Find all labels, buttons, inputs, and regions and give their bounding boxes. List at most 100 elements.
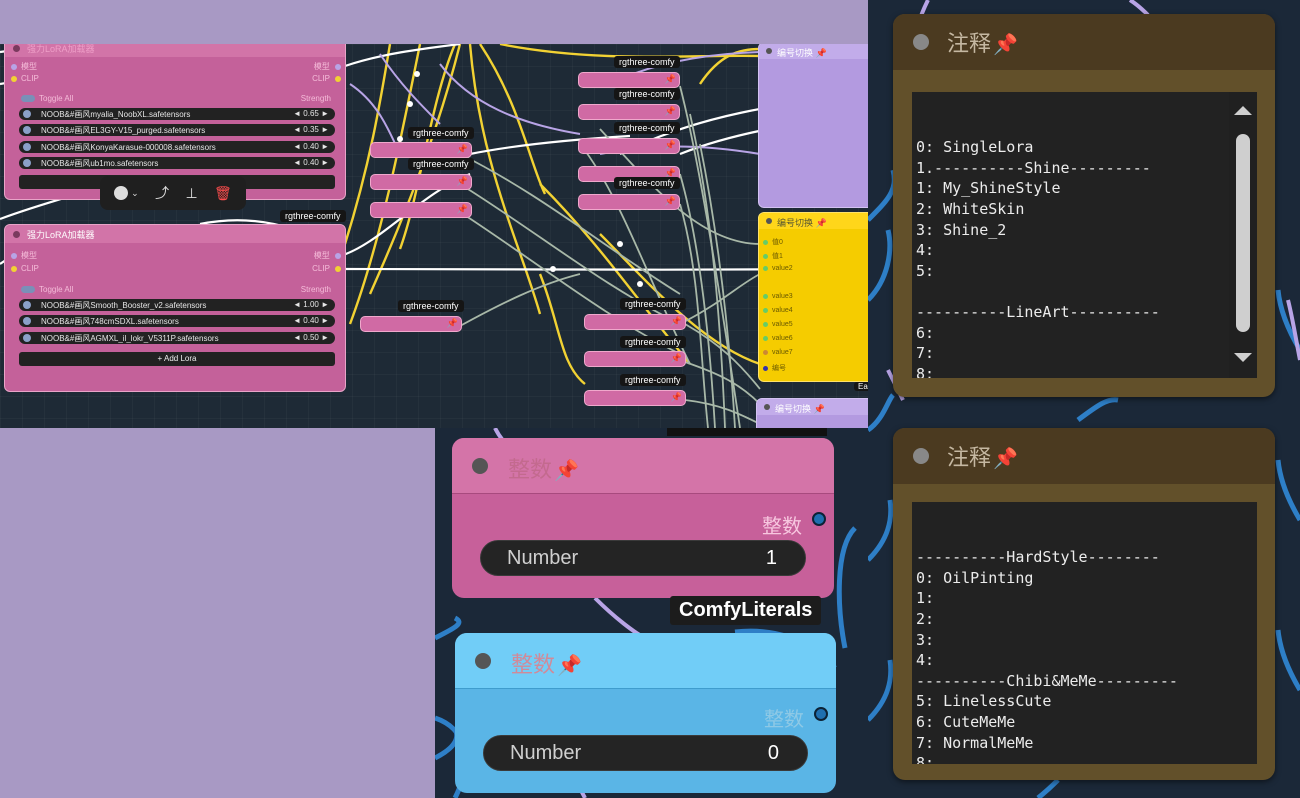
output-model[interactable]: 模型	[314, 250, 341, 261]
edge-node-fragment	[667, 428, 827, 436]
pin-icon: 📌	[993, 32, 1018, 56]
graph-canvas-right[interactable]: 注释📌 0: SingleLora 1.----------Shine-----…	[868, 0, 1300, 798]
input-slot[interactable]: 值0	[763, 237, 783, 247]
pin-icon: 📌	[664, 168, 676, 178]
node-header[interactable]: 编号切换 📌	[757, 399, 868, 415]
collapsed-node[interactable]: 📌	[578, 138, 680, 154]
lora-loader-node-1[interactable]: 强力LoRA加载器 模型 CLIP 模型 CLIP Toggle All Str…	[4, 44, 346, 200]
collapsed-node[interactable]: 📌	[370, 142, 472, 158]
collapsed-node[interactable]: 📌	[584, 351, 686, 367]
pin-icon: 📌	[664, 106, 676, 116]
lora-row[interactable]: NOOB&#画风748cmSDXL.safetensors◄ 0.40 ►	[19, 315, 335, 327]
input-slot[interactable]: 编号	[763, 363, 786, 373]
node-header[interactable]: 强力LoRA加载器	[5, 44, 345, 57]
strength-stepper[interactable]: ◄ 0.40 ►	[293, 316, 329, 325]
node-header[interactable]: 编号切换 📌	[759, 44, 868, 59]
collapsed-node[interactable]: 📌	[584, 390, 686, 406]
input-clip[interactable]: CLIP	[11, 74, 39, 83]
scroll-down-icon[interactable]	[1234, 353, 1252, 362]
output-slot[interactable]	[812, 512, 826, 526]
toggle-all-switch[interactable]: Toggle All	[21, 285, 73, 294]
lora-row[interactable]: NOOB&#画风myalia_NoobXL.safetensors◄ 0.65 …	[19, 108, 335, 120]
output-clip[interactable]: CLIP	[312, 74, 341, 83]
collapse-dot-icon[interactable]	[13, 231, 20, 238]
note-text: 0: SingleLora 1.----------Shine---------…	[916, 138, 1160, 378]
scrollbar[interactable]	[1229, 92, 1257, 378]
color-picker-button[interactable]: ⌄	[114, 186, 139, 200]
pin-icon: 📌	[456, 204, 468, 214]
pin-button[interactable]: ⊥	[185, 185, 197, 202]
input-model[interactable]: 模型	[11, 250, 37, 261]
strength-stepper[interactable]: ◄ 0.65 ►	[293, 109, 329, 118]
node-header[interactable]: 注释📌	[893, 428, 1275, 484]
input-slot[interactable]: value6	[763, 335, 793, 342]
output-clip[interactable]: CLIP	[312, 264, 341, 273]
collapse-dot-icon[interactable]	[766, 48, 772, 54]
note-textarea[interactable]: ----------HardStyle-------- 0: OilPintin…	[912, 502, 1257, 764]
node-header[interactable]: 强力LoRA加载器	[5, 225, 345, 243]
pin-icon: 📌	[670, 353, 682, 363]
strength-stepper[interactable]: ◄ 0.40 ►	[293, 142, 329, 151]
scroll-up-icon[interactable]	[1234, 106, 1252, 115]
node-header[interactable]: 整数📌	[455, 633, 836, 689]
lora-row[interactable]: NOOB&#画风KonyaKarasue-000008.safetensors◄…	[19, 141, 335, 153]
collapse-dot-icon[interactable]	[475, 653, 491, 669]
node-header[interactable]: 编号切换 📌	[759, 213, 868, 229]
collapse-dot-icon[interactable]	[913, 448, 929, 464]
collapsed-node[interactable]: 📌	[584, 314, 686, 330]
collapse-dot-icon[interactable]	[764, 404, 770, 410]
input-slot[interactable]: value2	[763, 265, 793, 272]
chevron-down-icon: ⌄	[131, 187, 139, 198]
node-source-tag: Eas	[854, 382, 868, 391]
bypass-button[interactable]: ⤴	[155, 183, 169, 203]
lora-loader-node-2[interactable]: 强力LoRA加载器 模型 CLIP 模型 CLIP Toggle All Str…	[4, 224, 346, 392]
input-clip[interactable]: CLIP	[11, 264, 39, 273]
collapse-dot-icon[interactable]	[472, 458, 488, 474]
strength-stepper[interactable]: ◄ 0.50 ►	[293, 333, 329, 342]
node-header[interactable]: 整数📌	[452, 438, 834, 494]
index-switch-node-3[interactable]: 编号切换 📌	[756, 398, 868, 428]
graph-canvas-top[interactable]: 强力LoRA加载器 模型 CLIP 模型 CLIP Toggle All Str…	[0, 44, 868, 428]
node-header[interactable]: 注释📌	[893, 14, 1275, 70]
note-textarea[interactable]: 0: SingleLora 1.----------Shine---------…	[912, 92, 1257, 378]
index-switch-node-2[interactable]: 编号切换 📌 值0 值1 value2 value3 value4 value5…	[758, 212, 868, 382]
input-slot[interactable]: value4	[763, 307, 793, 314]
scroll-thumb[interactable]	[1236, 134, 1250, 332]
collapsed-node[interactable]: 📌	[370, 174, 472, 190]
collapsed-node[interactable]: 📌	[360, 316, 462, 332]
strength-stepper[interactable]: ◄ 0.40 ►	[293, 158, 329, 167]
input-slot[interactable]: value5	[763, 321, 793, 328]
output-slot[interactable]	[814, 707, 828, 721]
lora-row[interactable]: NOOB&#画风ub1mo.safetensors◄ 0.40 ►	[19, 157, 335, 169]
input-slot[interactable]: value3	[763, 293, 793, 300]
input-model[interactable]: 模型	[11, 61, 37, 72]
delete-button[interactable]: 🗑	[214, 185, 232, 202]
collapsed-node[interactable]: 📌	[578, 72, 680, 88]
toggle-all-switch[interactable]: Toggle All	[21, 94, 73, 103]
strength-stepper[interactable]: ◄ 1.00 ►	[293, 300, 329, 309]
node-title: 强力LoRA加载器	[27, 230, 95, 240]
collapsed-node[interactable]: 📌	[578, 194, 680, 210]
input-slot[interactable]: value7	[763, 349, 793, 356]
lora-row[interactable]: NOOB&#画风Smooth_Booster_v2.safetensors◄ 1…	[19, 299, 335, 311]
lora-row[interactable]: NOOB&#画风AGMXL_il_lokr_V5311P.safetensors…	[19, 332, 335, 344]
output-label: 整数	[762, 514, 802, 538]
collapse-dot-icon[interactable]	[766, 218, 772, 224]
collapse-dot-icon[interactable]	[913, 34, 929, 50]
output-model[interactable]: 模型	[314, 61, 341, 72]
note-node-1[interactable]: 注释📌 0: SingleLora 1.----------Shine-----…	[893, 14, 1275, 397]
collapse-dot-icon[interactable]	[13, 45, 20, 52]
add-lora-button[interactable]: + Add Lora	[19, 352, 335, 366]
collapsed-node[interactable]: 📌	[370, 202, 472, 218]
collapsed-node[interactable]: 📌	[578, 104, 680, 120]
strength-stepper[interactable]: ◄ 0.35 ►	[293, 125, 329, 134]
input-slot[interactable]: 值1	[763, 251, 783, 261]
pin-icon: 📌	[664, 196, 676, 206]
note-node-2[interactable]: 注释📌 ----------HardStyle-------- 0: OilPi…	[893, 428, 1275, 780]
index-switch-node-1[interactable]: 编号切换 📌	[758, 44, 868, 208]
lora-row[interactable]: NOOB&#画风EL3GY-V15_purged.safetensors◄ 0.…	[19, 124, 335, 136]
